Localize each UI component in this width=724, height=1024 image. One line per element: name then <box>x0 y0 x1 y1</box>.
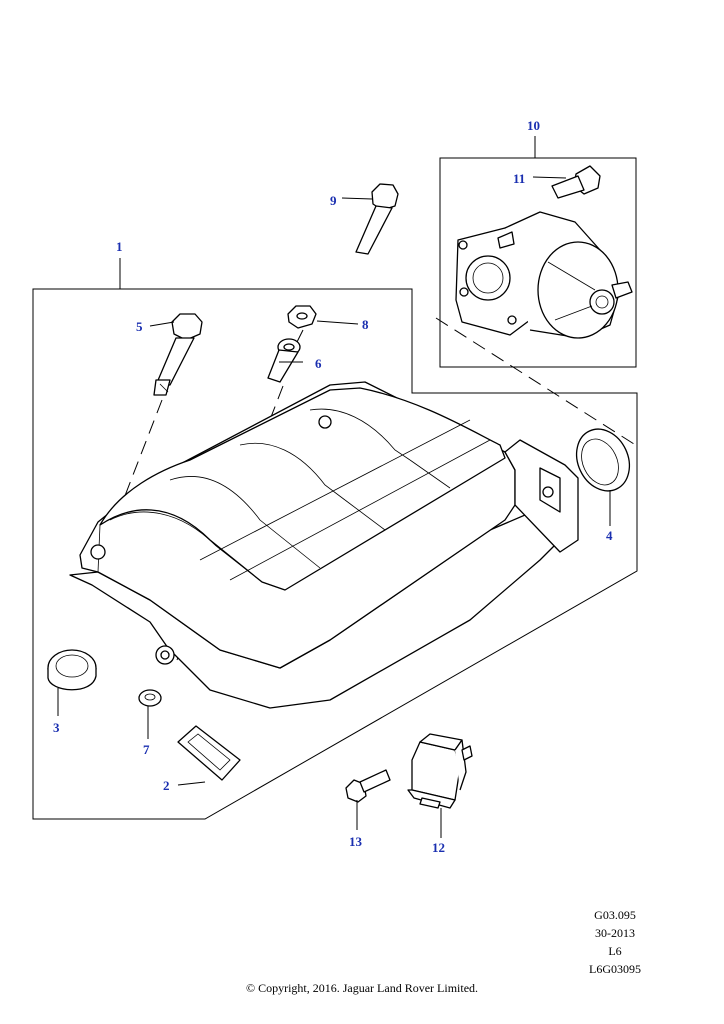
nut-item-8 <box>287 305 317 329</box>
seal-item-3 <box>47 649 97 691</box>
callout-1: 1 <box>116 239 123 254</box>
leader-lines <box>57 176 611 838</box>
callout-3: 3 <box>53 720 60 735</box>
bolt-item-11 <box>551 165 601 199</box>
callout-6: 6 <box>315 356 322 371</box>
callout-7: 7 <box>143 742 150 757</box>
group-box-10 <box>439 157 637 368</box>
bolt-item-13 <box>345 769 391 803</box>
reference-code: G03.095 <box>594 908 636 922</box>
callout-5: 5 <box>136 319 143 334</box>
callout-8: 8 <box>362 317 369 332</box>
callout-13: 13 <box>349 834 363 849</box>
intake-manifold <box>69 381 579 709</box>
callout-9: 9 <box>330 193 337 208</box>
callout-11: 11 <box>513 171 525 186</box>
copyright-notice: © Copyright, 2016. Jaguar Land Rover Lim… <box>245 981 479 995</box>
sensor-item-12 <box>407 733 473 809</box>
reference-model: L6 <box>608 944 622 958</box>
seal-item-4 <box>575 428 631 492</box>
reference-date: 30-2013 <box>595 926 635 940</box>
group-box-1 <box>32 288 638 820</box>
reference-block: G03.095 30-2013 L6 L6G03095 <box>560 906 670 978</box>
callout-12: 12 <box>432 840 445 855</box>
bolt-item-9 <box>355 183 399 255</box>
callout-4: 4 <box>606 528 613 543</box>
sleeve-item-6 <box>267 338 301 383</box>
grommet-item-7 <box>138 689 162 707</box>
reference-illustration-id: L6G03095 <box>589 962 641 976</box>
bolt-item-5 <box>153 313 203 396</box>
gasket-item-2 <box>177 725 241 781</box>
callout-2: 2 <box>163 778 170 793</box>
throttle-body-item-10 <box>455 211 633 339</box>
callout-10: 10 <box>527 118 540 133</box>
